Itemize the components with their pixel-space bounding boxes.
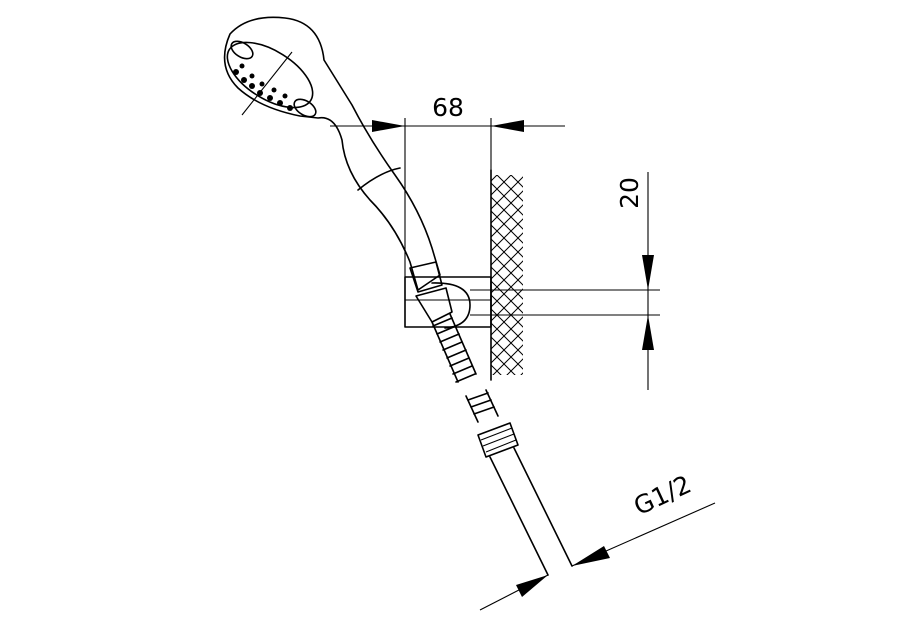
- dimension-label-thread: G1/2: [629, 470, 695, 521]
- dimension-label-width: 68: [432, 93, 464, 122]
- wall: [490, 169, 523, 381]
- hose: [431, 313, 573, 576]
- dimension-thread: G1/2: [479, 470, 716, 611]
- hose-spiral-lower: [467, 392, 495, 415]
- wall-bracket: [404, 276, 530, 329]
- hose-spiral: [432, 317, 476, 383]
- dimension-20: 20: [530, 172, 660, 390]
- dimension-68: 68: [330, 93, 565, 277]
- dimension-label-height: 20: [615, 177, 644, 209]
